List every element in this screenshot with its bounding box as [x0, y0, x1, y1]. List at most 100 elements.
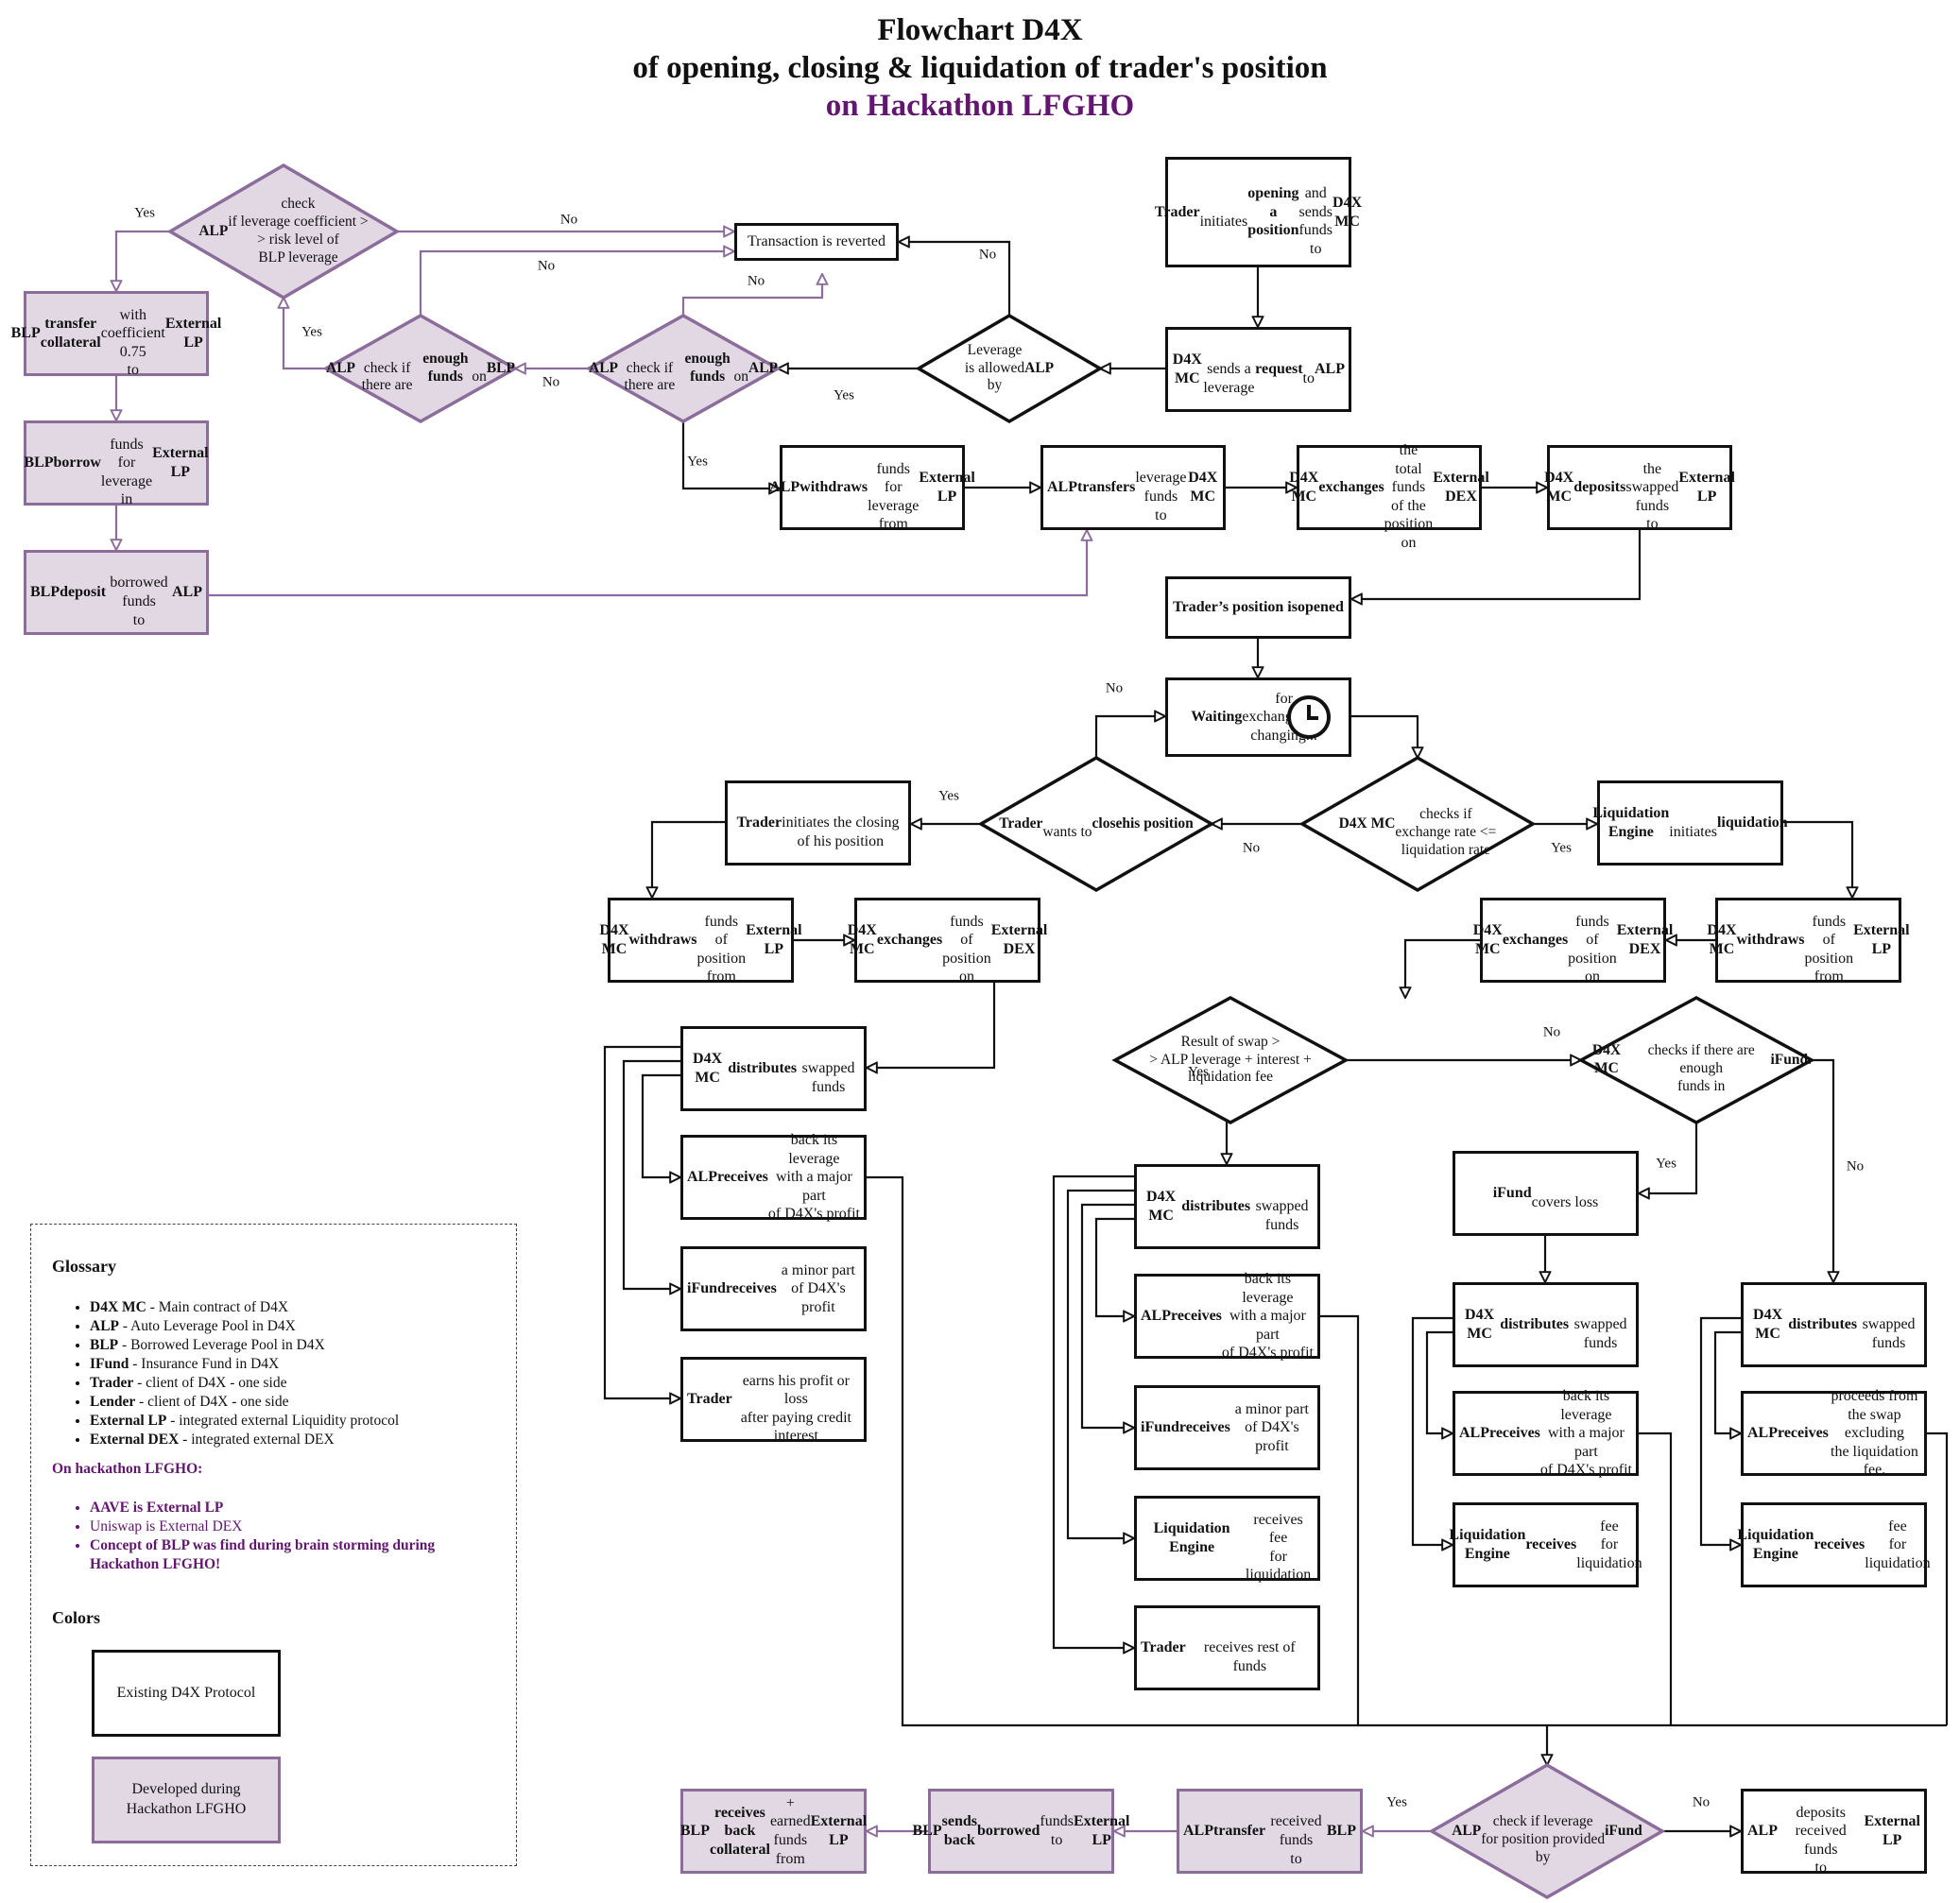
edge-39: [1052, 1174, 1134, 1648]
diamond-alp-check-funds: [585, 313, 782, 424]
edge-label-yes-9: Yes: [687, 454, 708, 470]
edge-36: [1639, 1123, 1698, 1193]
edge-20: [1351, 714, 1418, 758]
title-line-1: Flowchart D4X: [877, 13, 1083, 47]
node-transaction-reverted: Transaction is reverted: [734, 223, 899, 261]
edge-label-no-6: No: [542, 374, 560, 390]
diamond-d4x-checks-ifund: [1577, 996, 1815, 1124]
glossary-item: External LP - integrated external Liquid…: [90, 1412, 399, 1431]
edge-49: [1639, 1432, 1673, 1725]
edge-label-yes-13: Yes: [1551, 840, 1572, 856]
edge-47: [867, 1175, 1947, 1727]
glossary-item: Lender - client of D4X - one side: [90, 1393, 399, 1412]
hackathon-item: Concept of BLP was find during brain sto…: [90, 1536, 496, 1574]
title-line-3: on Hackathon LFGHO: [825, 89, 1135, 123]
edge-27: [1783, 820, 1852, 898]
edge-label-no-10: No: [1105, 680, 1124, 696]
edge-7: [419, 251, 734, 316]
edge-37: [1812, 1058, 1833, 1282]
edge-21: [1094, 716, 1165, 758]
edge-45: [1699, 1316, 1741, 1545]
edge-30: [867, 983, 996, 1068]
edge-40: [1066, 1189, 1134, 1538]
edge-label-yes-4: Yes: [301, 324, 322, 340]
edge-13: [209, 530, 1087, 597]
glossary-item: ALP - Auto Leverage Pool in D4X: [90, 1317, 399, 1336]
hackathon-item: AAVE is External LP: [90, 1499, 496, 1517]
edge-8: [284, 298, 326, 370]
hackathon-heading: On hackathon LFGHO:: [52, 1461, 203, 1477]
edge-50: [1927, 1432, 1949, 1725]
diamond-leverage-allowed: [915, 313, 1104, 424]
edge-label-yes-1: Yes: [134, 205, 155, 221]
edge-5: [681, 274, 822, 316]
edge-label-no-15: No: [1542, 1024, 1561, 1040]
edge-29: [1405, 938, 1480, 998]
edge-3: [899, 242, 1011, 316]
decision-result-of-swap: Result of swap >> ALP leverage + interes…: [1149, 1033, 1312, 1086]
edge-label-yes-11: Yes: [938, 788, 959, 804]
edge-label-yes-14: Yes: [1188, 1064, 1209, 1080]
edge-25: [652, 820, 725, 898]
edge-32: [622, 1059, 680, 1289]
edge-48: [1320, 1314, 1360, 1725]
glossary-item: External DEX - integrated external DEX: [90, 1431, 399, 1449]
edge-label-yes-8: Yes: [834, 387, 854, 403]
edge-44: [1425, 1330, 1453, 1433]
edge-31: [603, 1045, 680, 1398]
diamond-result-of-swap: [1111, 996, 1350, 1124]
edge-label-no-7: No: [978, 247, 997, 263]
title-line-2: of opening, closing & liquidation of tra…: [632, 51, 1328, 85]
diamond-trader-wants-close: [977, 755, 1215, 893]
edge-41: [1080, 1203, 1134, 1428]
edge-43: [1411, 1316, 1453, 1545]
edge-label-yes-16: Yes: [1656, 1156, 1676, 1172]
diamond-alp-check-risk: [166, 163, 401, 300]
edge-label-no-19: No: [1692, 1794, 1711, 1810]
clock-icon: [1287, 695, 1331, 739]
glossary-heading: Glossary: [52, 1257, 117, 1276]
diamond-alp-check-ifund: [1428, 1762, 1666, 1900]
colors-heading: Colors: [52, 1608, 100, 1627]
glossary-list: D4X MC - Main contract of D4XALP - Auto …: [69, 1298, 399, 1449]
edge-label-no-12: No: [1242, 840, 1261, 856]
swatch-developed: Developed during Hackathon LFGHO: [92, 1757, 281, 1843]
edge-42: [1094, 1217, 1134, 1316]
